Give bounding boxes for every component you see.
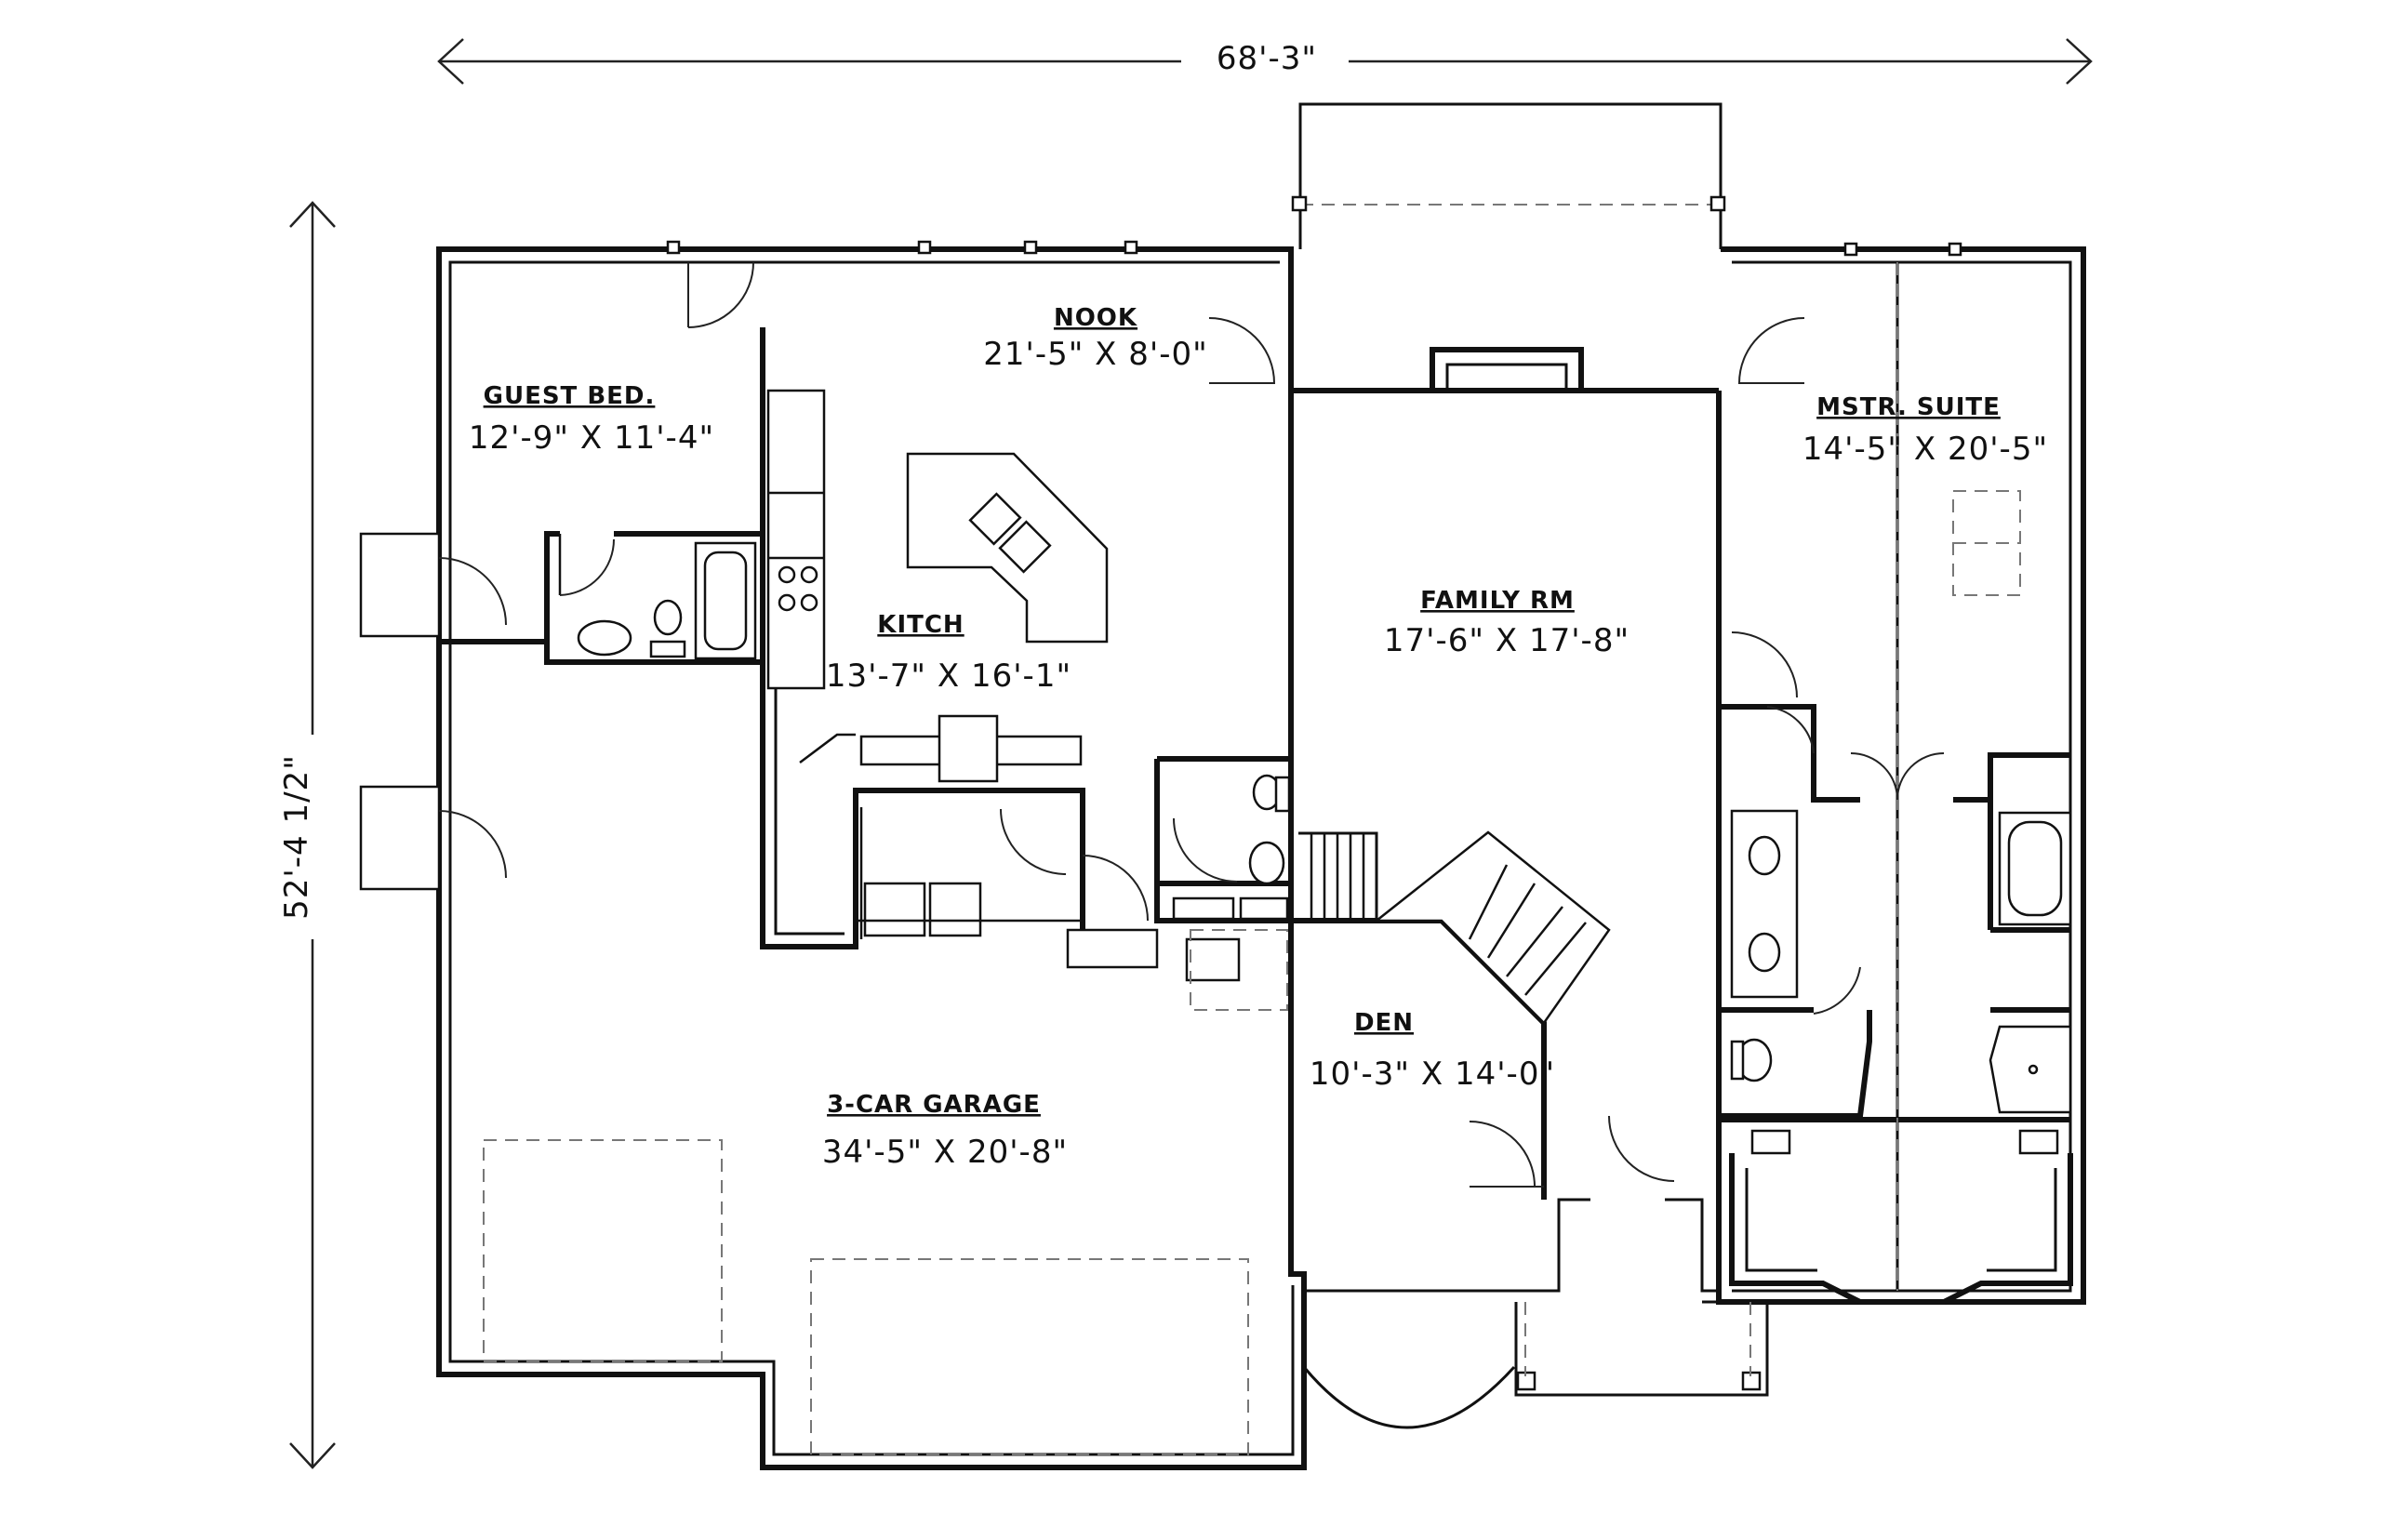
den-name: DEN [1354,1009,1414,1037]
guest-bed-dims: 12'-9" X 11'-4" [469,419,714,457]
guest-bath-door [559,538,615,596]
master-closet-door [1766,706,1815,754]
guest-bed-name: GUEST BED. [484,382,656,410]
garage-parking-outlines [483,1139,1249,1455]
kitchen-fixtures [766,389,1109,939]
garage-dims: 34'-5" X 20'-8" [822,1134,1068,1171]
guest-bed-door [687,261,754,328]
mstr-suite-dims: 14'-5" X 20'-5" [1802,431,2048,468]
garage-entry-door [438,810,507,879]
master-door [1731,631,1798,698]
laundry-door [1082,855,1149,922]
fireplace [1430,347,1584,391]
nook-dims: 21'-5" X 8'-0" [983,336,1208,373]
staircase [1298,830,1611,1025]
family-rm-dims: 17'-6" X 17'-8" [1384,622,1629,659]
kitch-dims: 13'-7" X 16'-1" [826,657,1071,695]
front-door [1608,1115,1675,1182]
den-door [1469,1121,1544,1188]
room-labels: NOOK 21'-5" X 8'-0" GUEST BED. 12'-9" X … [469,304,2048,1171]
guest-entry-door [438,557,507,626]
family-rm-name: FAMILY RM [1420,587,1575,615]
overall-width-label: 68'-3" [1217,40,1317,77]
width-dimension: 68'-3" [437,37,2093,85]
nook-door-left [1208,317,1276,384]
depth-dimension: 52'-4 1/2" [270,201,336,1469]
den-dims: 10'-3" X 14'-0" [1310,1055,1555,1093]
entry-steps [359,532,441,891]
master-bath-fixtures [1730,490,2072,1114]
powder-door [1173,817,1238,883]
kitchen-door [1000,808,1067,875]
garage-name: 3-CAR GARAGE [827,1091,1041,1119]
overall-depth-label: 52'-4 1/2" [278,754,315,920]
guest-bath-fixtures [558,534,757,660]
nook-door-right [1737,317,1805,384]
master-bath-door-r [1896,752,1945,801]
master-bath-door-l [1850,752,1898,801]
wc-door [1813,966,1861,1015]
doors [438,261,1945,1188]
exterior-walls [436,102,2086,1470]
kitch-name: KITCH [877,611,964,639]
mstr-suite-name: MSTR. SUITE [1816,393,2001,421]
master-bay-window [1729,1129,2073,1305]
nook-name: NOOK [1054,304,1137,332]
powder-room-fixtures [1066,774,1291,1011]
